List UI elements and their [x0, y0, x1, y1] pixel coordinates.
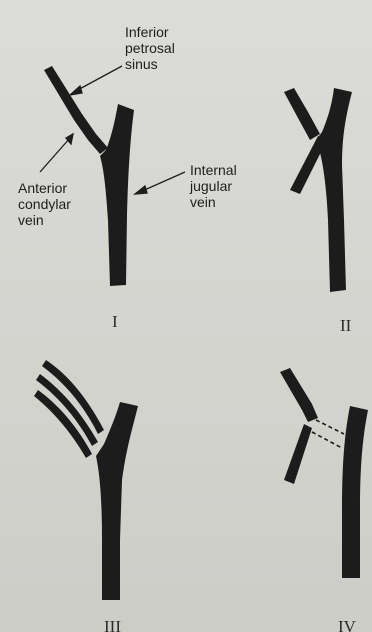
label-line: Internal	[190, 162, 237, 178]
panel-label-iii: III	[104, 617, 121, 632]
label-anterior-condylar-vein: Anterior condylar vein	[18, 180, 71, 228]
panel-ii-upper-branch	[284, 88, 320, 140]
label-line: condylar	[18, 196, 71, 212]
panel-iii-drawing	[34, 360, 138, 600]
label-line: vein	[18, 212, 71, 228]
panel-ii-drawing	[284, 88, 352, 292]
label-internal-jugular-vein: Internal jugular vein	[190, 162, 237, 210]
panel-iii-internal-jugular-vein	[96, 402, 138, 600]
panel-label-i: I	[112, 312, 118, 332]
label-line: jugular	[190, 178, 237, 194]
panel-label-ii: II	[340, 316, 351, 336]
label-line: Anterior	[18, 180, 71, 196]
panel-iv-drawing	[280, 368, 368, 578]
label-line: vein	[190, 194, 237, 210]
panel-ii-internal-jugular-vein	[316, 88, 352, 292]
panel-iii-branch-1	[42, 360, 104, 434]
label-line: petrosal	[125, 40, 175, 56]
panel-i-drawing	[40, 66, 185, 286]
label-inferior-petrosal-sinus: Inferior petrosal sinus	[125, 24, 175, 72]
panel-iv-dashed-channel	[312, 420, 344, 448]
panel-label-iv: IV	[338, 617, 356, 632]
panel-iv-internal-jugular-vein	[342, 406, 368, 578]
label-line: sinus	[125, 56, 175, 72]
label-line: Inferior	[125, 24, 175, 40]
panel-iv-lower-branch	[284, 424, 312, 484]
panel-iv-upper-branch	[280, 368, 318, 422]
panel-i-internal-jugular-vein	[100, 104, 134, 286]
